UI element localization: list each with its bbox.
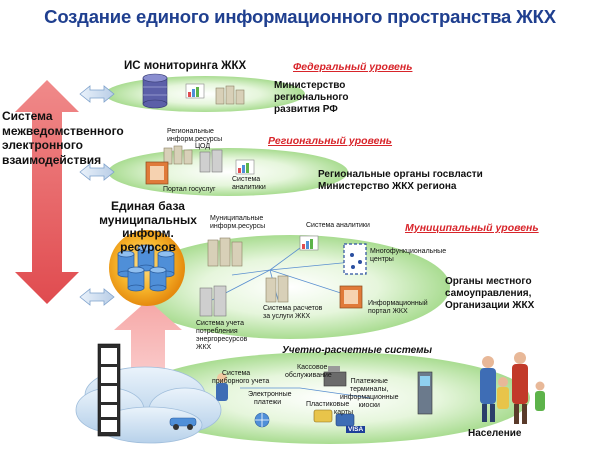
metering-line4: ЖКХ bbox=[196, 344, 212, 351]
municipal-desc-line3: Организации ЖКХ bbox=[445, 300, 535, 311]
interagency-system-label: Система межведомственного электронного в… bbox=[2, 109, 124, 167]
regional-desc-line1: Региональные органы госвласти bbox=[318, 169, 483, 180]
municipal-description: Органы местного самоуправления, Организа… bbox=[445, 276, 534, 312]
unified-database-line1: Единая база bbox=[111, 199, 185, 213]
municipal-resources-line1: Муниципальные bbox=[210, 215, 264, 222]
meter-system-line2: приборного учета bbox=[212, 378, 270, 385]
kiosk-line4: киоски bbox=[358, 402, 380, 409]
regional-analytics-icon bbox=[235, 159, 255, 175]
mfc-line1: Многофункциональные bbox=[370, 248, 447, 255]
mfc-label: Многофункциональные центры bbox=[370, 248, 446, 264]
database-hub bbox=[109, 230, 185, 306]
federal-chart-icon bbox=[185, 83, 205, 99]
municipal-analytics-label: Система аналитики bbox=[306, 222, 370, 229]
tsod-server-icon bbox=[199, 149, 223, 173]
regional-analytics-label: Система аналитики bbox=[232, 176, 266, 192]
regional-description: Региональные органы госвласти Министерст… bbox=[318, 169, 483, 193]
epayment-icon bbox=[254, 412, 270, 428]
municipal-desc-line2: самоуправления, bbox=[445, 288, 532, 299]
meter-system-line1: Система bbox=[222, 370, 251, 377]
population-label: Население bbox=[468, 428, 522, 439]
family-icon bbox=[480, 352, 545, 424]
unified-database-line2: муниципальных bbox=[99, 212, 197, 227]
info-portal-label: Информационный портал ЖКХ bbox=[368, 300, 428, 316]
interagency-line2: межведомственного bbox=[2, 123, 124, 138]
billing-system-label: Система расчетов за услуги ЖКХ bbox=[263, 305, 322, 321]
cash-line2: обслуживание bbox=[285, 372, 332, 379]
meter-person-icon bbox=[216, 373, 228, 401]
federal-description: Министерство регионального развития РФ bbox=[274, 80, 348, 116]
mfc-line2: центры bbox=[370, 256, 394, 263]
regional-desc-line2: Министерство ЖКХ региона bbox=[318, 181, 457, 192]
federal-desc-line2: регионального bbox=[274, 92, 349, 103]
federal-desc-line1: Министерство bbox=[274, 80, 346, 91]
billing-line2: за услуги ЖКХ bbox=[263, 313, 311, 320]
meter-system-label: Система приборного учета bbox=[212, 370, 269, 386]
federal-database-icon bbox=[142, 73, 168, 109]
interagency-line3: электронного bbox=[2, 138, 84, 152]
metering-line1: Система учета bbox=[196, 320, 244, 327]
kiosk-line2: терминалы, bbox=[350, 386, 389, 393]
interagency-line4: взаимодействия bbox=[2, 152, 102, 167]
regional-resources-label: Региональные информ.ресурсы bbox=[167, 128, 222, 144]
unified-database-label: Единая база муниципальных информ. ресурс… bbox=[94, 199, 202, 254]
billing-systems-header: Учетно-расчетные системы bbox=[282, 345, 433, 356]
left-double-arrows bbox=[79, 85, 115, 306]
kiosk-line1: Платежные bbox=[350, 378, 388, 385]
epay-line2: платежи bbox=[254, 399, 282, 406]
metering-server-icon bbox=[199, 285, 227, 317]
info-portal-line1: Информационный bbox=[368, 300, 428, 307]
visa-logo: VISA bbox=[346, 426, 366, 433]
plastic-cards-label: Пластиковые карты bbox=[306, 401, 353, 417]
regional-server-icon bbox=[163, 145, 193, 165]
metering-system-label: Система учета потребления энергоресурсов… bbox=[196, 320, 247, 352]
cash-register-icon bbox=[323, 366, 347, 387]
municipal-server-icon bbox=[207, 237, 243, 267]
kiosks-label: Платежные терминалы, информационные киос… bbox=[340, 378, 399, 410]
federal-desc-line3: развития РФ bbox=[274, 104, 338, 115]
municipal-desc-line1: Органы местного bbox=[445, 276, 532, 287]
page-title: Создание единого информационного простра… bbox=[44, 6, 556, 27]
regional-analytics-line1: Система bbox=[232, 176, 261, 183]
epay-line1: Электронные bbox=[248, 391, 292, 398]
municipal-resources-line2: информ.ресурсы bbox=[210, 223, 266, 230]
federal-header: ИС мониторинга ЖКХ bbox=[124, 60, 247, 72]
tsod-label: ЦОД bbox=[195, 143, 211, 150]
vertical-arrow bbox=[15, 80, 79, 304]
meter-panel-icons bbox=[97, 343, 121, 437]
billing-server-icon bbox=[265, 275, 289, 303]
municipal-level-label: Муниципальный уровень bbox=[405, 222, 539, 234]
interagency-line1: Система bbox=[2, 109, 53, 123]
cards-line1: Пластиковые bbox=[306, 401, 350, 408]
mfc-icon bbox=[343, 243, 367, 275]
epayments-label: Электронные платежи bbox=[248, 391, 292, 407]
kiosk-line3: информационные bbox=[340, 394, 399, 401]
regional-portal-icon bbox=[145, 161, 169, 185]
municipal-resources-label: Муниципальные информ.ресурсы bbox=[210, 215, 265, 231]
kiosk-icon bbox=[417, 371, 433, 415]
plastic-card-icon bbox=[313, 409, 355, 427]
federal-level-label: Федеральный уровень bbox=[293, 61, 413, 73]
regional-resources-line2: информ.ресурсы bbox=[167, 136, 223, 143]
info-portal-line2: портал ЖКХ bbox=[368, 308, 408, 315]
metering-line3: энергоресурсов bbox=[196, 336, 248, 343]
regional-analytics-line2: аналитики bbox=[232, 184, 266, 191]
gov-portal-label: Портал госуслуг bbox=[163, 186, 216, 193]
regional-level-label: Региональный уровень bbox=[268, 135, 393, 147]
regional-resources-line1: Региональные bbox=[167, 128, 214, 135]
cash-service-label: Кассовое обслуживание bbox=[285, 364, 332, 380]
cash-line1: Кассовое bbox=[297, 364, 328, 371]
unified-database-line3: информ. ресурсов bbox=[120, 226, 176, 254]
car-icon bbox=[169, 417, 197, 430]
metering-line2: потребления bbox=[196, 328, 238, 335]
info-portal-icon bbox=[339, 285, 363, 309]
municipal-analytics-icon bbox=[299, 235, 319, 251]
regional-ellipse bbox=[108, 148, 348, 196]
billing-line1: Система расчетов bbox=[263, 305, 323, 312]
cards-line2: карты bbox=[334, 409, 354, 416]
federal-server-icon bbox=[215, 85, 245, 105]
